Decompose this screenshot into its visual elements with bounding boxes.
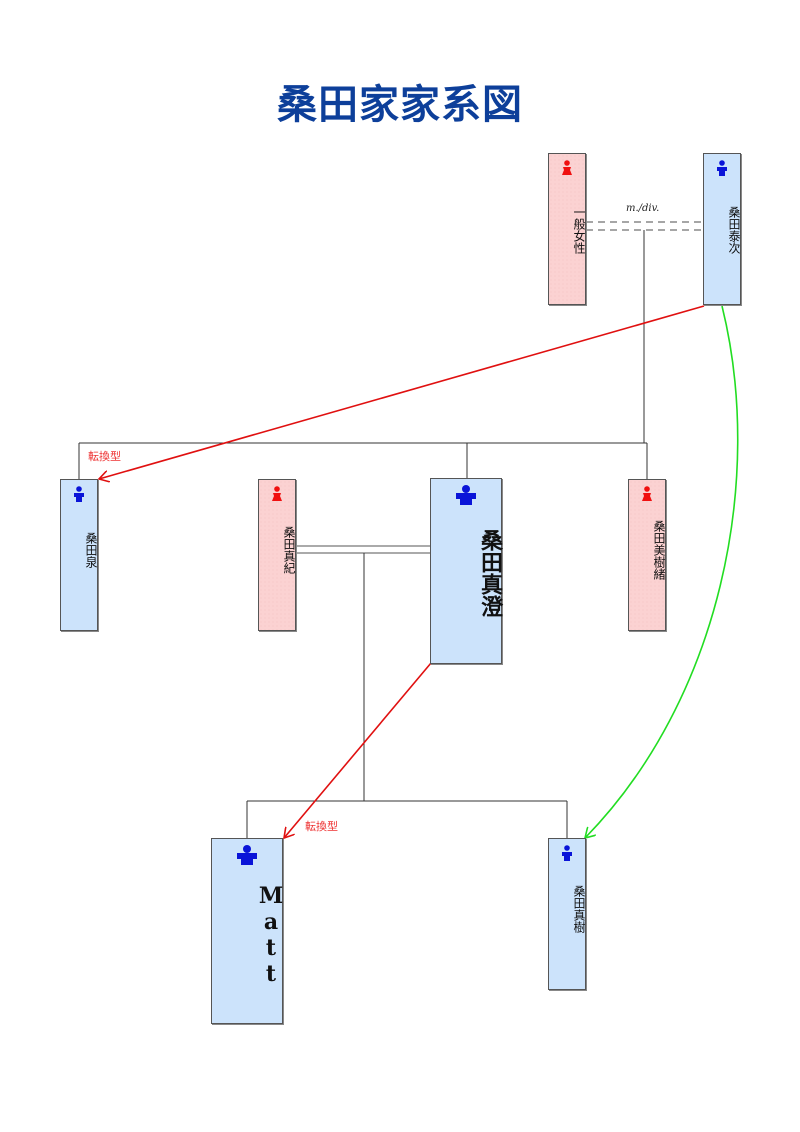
female-person-icon (271, 486, 283, 506)
person-name: 桑田美樹緒 (652, 520, 666, 580)
female-person-icon (561, 160, 573, 180)
male-person-icon (236, 845, 258, 869)
person-masaki[interactable]: 桑田真樹 (548, 838, 586, 990)
biological-arrow-yasuji-masaki (585, 305, 739, 838)
person-name: 一般女性 (572, 206, 586, 254)
person-matt[interactable]: Matt (211, 838, 284, 1024)
adoption-label: 転換型 (305, 820, 338, 833)
person-masumi[interactable]: 桑田真澄 (430, 478, 503, 664)
male-person-icon (716, 160, 728, 180)
page-title: 桑田家家系図 (277, 81, 523, 128)
person-name: 桑田泉 (84, 532, 98, 568)
female-person-icon (641, 486, 653, 506)
person-mikio[interactable]: 桑田美樹緒 (628, 479, 666, 631)
adoption-label: 転換型 (88, 450, 121, 463)
person-yasuji[interactable]: 桑田泰次 (703, 153, 741, 305)
person-name: 桑田泰次 (727, 206, 741, 254)
person-name: 桑田真澄 (477, 529, 503, 617)
adoption-arrow-yasuji-izumi (99, 305, 705, 479)
male-person-icon (561, 845, 573, 865)
person-ippan[interactable]: 一般女性 (548, 153, 586, 305)
male-person-icon (73, 486, 85, 506)
divorced-marriage-line (586, 221, 704, 231)
male-person-icon (455, 485, 477, 509)
person-izumi[interactable]: 桑田泉 (60, 479, 98, 631)
adoption-arrow-masumi-matt (284, 662, 432, 838)
person-maki[interactable]: 桑田真紀 (258, 479, 296, 631)
marriage-status-label: m./div. (626, 203, 660, 214)
marriage-line (297, 545, 431, 554)
person-name: Matt (258, 883, 284, 987)
person-name: 桑田真樹 (572, 885, 586, 933)
person-name: 桑田真紀 (282, 526, 296, 574)
